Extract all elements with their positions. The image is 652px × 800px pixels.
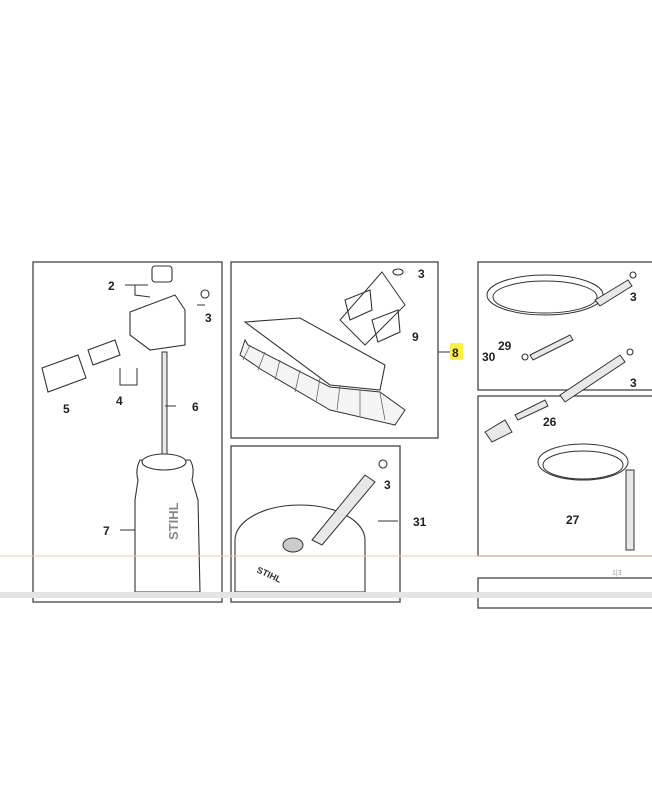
callout-30: 30 [482,350,496,364]
callout-4: 4 [116,394,123,408]
surface-cleaner-panel [230,445,401,603]
callout-29: 29 [498,339,512,353]
surface-cleaner-illustration: STIHL [234,459,398,593]
callout-3: 3 [418,267,425,281]
callout-3: 3 [630,290,637,304]
callout-8: 8 [452,346,459,360]
callout-3: 3 [384,478,391,492]
wash-brush-illustration [239,268,450,426]
callout-2: 2 [108,279,115,293]
hose-illustration [484,271,637,551]
callout-26: 26 [543,415,557,429]
callout-3: 3 [630,376,637,390]
scroll-bar[interactable] [0,592,652,598]
highlight [450,343,463,360]
callout-27: 27 [566,513,580,527]
wash-brush-panel [230,261,439,439]
page-indicator: 1|3 [612,570,622,577]
callout-31: 31 [413,515,427,529]
callout-7: 7 [103,524,110,538]
callout-3: 3 [205,311,212,325]
foam-nozzle-illustration: STIHL [41,265,210,593]
callout-9: 9 [412,330,419,344]
callout-6: 6 [192,400,199,414]
foam-nozzle-panel [32,261,223,603]
stihl-logo: STIHL [166,502,181,540]
callout-5: 5 [63,402,70,416]
